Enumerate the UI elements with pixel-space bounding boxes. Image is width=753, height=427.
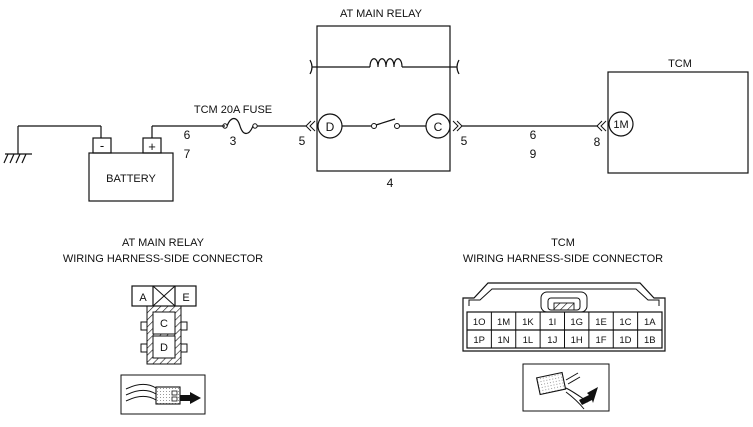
relay-connector-pin-a: A: [139, 292, 147, 304]
relay-pin-c-label: C: [434, 120, 443, 134]
relay-box: [316, 25, 451, 172]
tcm-connector: 1O 1M 1K 1I 1G 1E 1C 1A 1P 1N 1L 1J 1H 1F 1D 1B: [462, 282, 666, 352]
battery-positive-terminal: +: [148, 139, 156, 154]
tcm-pin-1m-label: 1M: [613, 119, 628, 131]
tcm-connector-pin-1f: 1F: [596, 335, 607, 346]
relay-pin-c: [425, 113, 451, 139]
relay-switch-icon: [342, 118, 426, 129]
fuse-label: TCM 20A FUSE: [194, 104, 272, 116]
tcm-connector-pin-1d: 1D: [619, 335, 631, 346]
tcm-connector-pin-1o: 1O: [473, 317, 486, 328]
tcm-title: TCM: [668, 58, 692, 70]
battery-negative-terminal: -: [100, 138, 104, 153]
tcm-connector-pin-1h: 1H: [571, 335, 583, 346]
tcm-box: [607, 71, 749, 174]
tcm-connector-title-2: WIRING HARNESS-SIDE CONNECTOR: [463, 253, 663, 265]
tcm-connector-pin-1m: 1M: [497, 317, 510, 328]
wire-number-9-mid: 9: [530, 147, 537, 161]
tcm-connector-pin-1l: 1L: [523, 335, 534, 346]
tcm-connector-pin-1p: 1P: [473, 335, 485, 346]
relay-pin-d-label: D: [326, 120, 335, 134]
tcm-connector-title-1: TCM: [551, 237, 575, 249]
relay-connector-title-1: AT MAIN RELAY: [122, 237, 205, 249]
tcm-connector-pin-1c: 1C: [619, 317, 631, 328]
wire-number-5-relay-in: 5: [299, 134, 306, 148]
tcm-connector-pin-1e: 1E: [595, 317, 607, 328]
relay-coil-icon: [309, 58, 460, 75]
tcm-connector-pin-1n: 1N: [497, 335, 509, 346]
connector-arrow-tcm-in: [596, 120, 607, 132]
tcm-pin-1m: [608, 111, 634, 137]
fuse-number: 3: [230, 134, 237, 148]
connector-arrow-relay-in: [305, 120, 316, 132]
tcm-connector-pin-1i: 1I: [548, 317, 556, 328]
relay-below-number: 4: [387, 176, 394, 190]
relay-connector-title-2: WIRING HARNESS-SIDE CONNECTOR: [63, 253, 263, 265]
wire-number-8-tcm: 8: [594, 135, 601, 149]
tcm-connector-pin-1a: 1A: [644, 317, 656, 328]
tcm-connector-pin-1b: 1B: [644, 335, 656, 346]
relay-title: AT MAIN RELAY: [340, 8, 423, 20]
wire-number-7-battery: 7: [184, 147, 191, 161]
wire-number-6-battery: 6: [184, 128, 191, 142]
ground-symbol: [3, 126, 32, 164]
tcm-connector-pin-1k: 1K: [522, 317, 534, 328]
tcm-connector-pin-1j: 1J: [547, 335, 557, 346]
tcm-connector-illustration-icon: [522, 363, 610, 412]
relay-connector: A E C D: [131, 285, 197, 365]
relay-connector-pin-c: C: [160, 318, 168, 330]
fuse-icon: [222, 117, 258, 135]
tcm-connector-pin-1g: 1G: [570, 317, 583, 328]
wire-number-5-relay-out: 5: [461, 134, 468, 148]
wire-number-6-mid: 6: [530, 128, 537, 142]
battery: - + BATTERY: [88, 137, 174, 202]
relay-connector-illustration-icon: [120, 374, 206, 415]
relay-connector-pin-e: E: [182, 292, 189, 304]
relay-connector-pin-d: D: [160, 342, 168, 354]
connector-arrow-relay-out: [452, 120, 463, 132]
battery-label: BATTERY: [106, 173, 156, 185]
